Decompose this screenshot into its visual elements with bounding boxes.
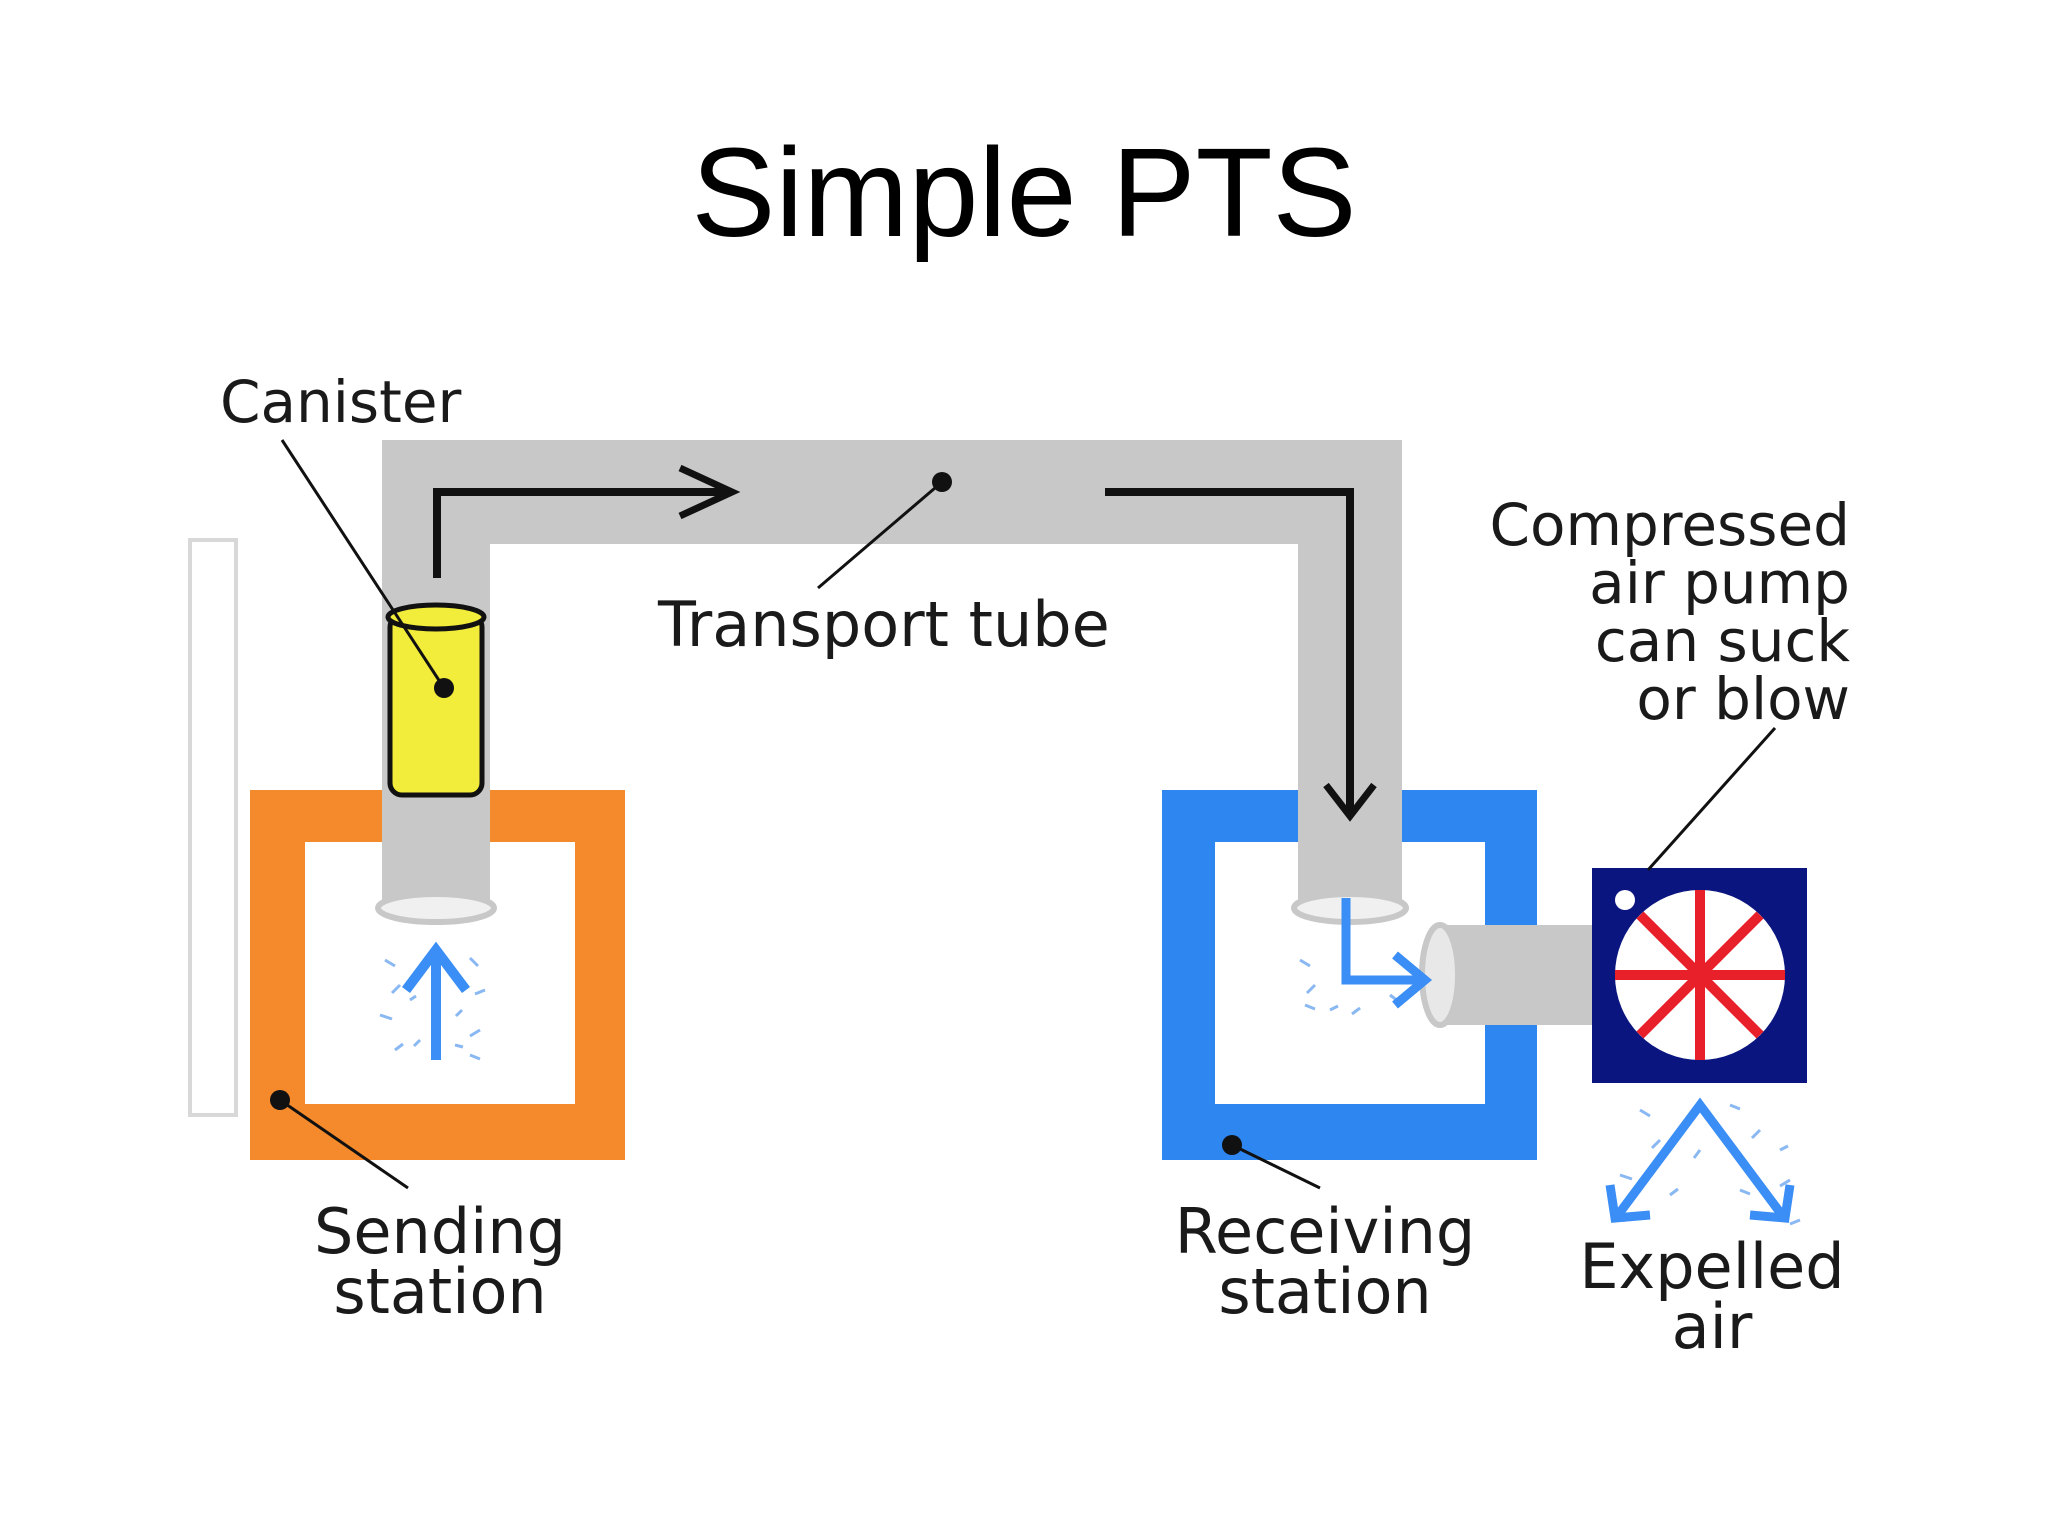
label-expelled-air-line-1: Expelled [1579,1230,1844,1303]
label-expelled-air-line-2: air [1672,1290,1753,1363]
expelled-air [1605,1097,1801,1226]
canister [385,602,487,798]
label-canister: Canister [220,368,462,436]
leader-lines [270,439,1777,1190]
air-pump [1592,868,1807,1083]
label-transport-tube: Transport tube [657,588,1110,661]
flow-direction-arrows [433,464,1377,822]
label-compressed-air-pump-line-3: can suck [1595,607,1850,675]
side-bar [188,538,238,1117]
pump-pipe [1419,922,1595,1028]
label-receiving-station-line-2: station [1218,1255,1431,1328]
label-compressed-air-pump-line-2: air pump [1589,549,1850,617]
label-receiving-station-line-1: Receiving [1175,1195,1475,1268]
sending-air-flow [379,941,486,1061]
receiving-air-flow [1299,898,1433,1016]
label-compressed-air-pump-line-1: Compressed [1490,491,1851,559]
slide-title: Simple PTS [691,122,1357,263]
label-sending-station-line-1: Sending [314,1195,566,1268]
label-compressed-air-pump-line-4: or blow [1636,665,1850,733]
label-sending-station-line-2: station [333,1255,546,1328]
